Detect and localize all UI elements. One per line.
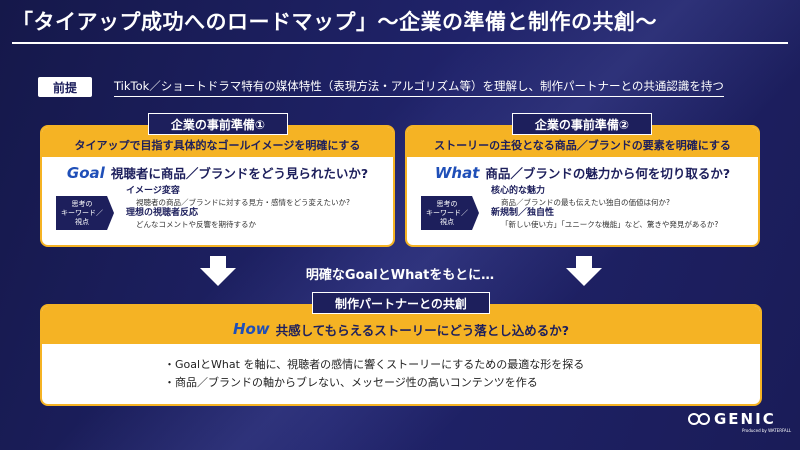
logo-text: GENIC: [714, 410, 776, 428]
premise-text: TikTok／ショートドラマ特有の媒体特性（表現方法・アルゴリズム等）を理解し、…: [114, 78, 724, 97]
bottom-bullet-1: ・GoalとWhat を軸に、視聴者の感情に響くストーリーにするための最適な形を…: [164, 358, 585, 371]
right-keyword-list: 核心的な魅力 商品／ブランドの最も伝えたい独自の価値は何か? 新規制／独自性 「…: [491, 186, 718, 230]
bottom-card-header: How 共感してもらえるストーリーにどう落とし込めるか?: [42, 306, 760, 344]
title-underline: [12, 42, 788, 44]
goal-key: Goal: [66, 164, 105, 182]
right-card-label: 企業の事前準備②: [512, 113, 652, 135]
bottom-bullet-2: ・商品／ブランドの軸からブレない、メッセージ性の高いコンテンツを作る: [164, 376, 538, 389]
genic-logo-icon: [688, 413, 710, 425]
how-key: How: [232, 320, 270, 338]
left-keyword-badge-text: 思考の キーワード／ 視点: [61, 199, 103, 226]
left-card-question-line: Goal 視聴者に商品／ブランドをどう見られたいか?: [42, 163, 393, 182]
right-keyword-badge-text: 思考の キーワード／ 視点: [426, 199, 468, 226]
right-keyword-title-2: 新規制／独自性: [491, 208, 555, 218]
right-card-keywords: 思考の キーワード／ 視点 核心的な魅力 商品／ブランドの最も伝えたい独自の価値…: [407, 186, 758, 230]
bottom-card-label: 制作パートナーとの共創: [312, 292, 490, 314]
right-keyword-badge: 思考の キーワード／ 視点: [421, 196, 479, 230]
right-card-question: 商品／ブランドの魅力から何を切り取るか?: [485, 166, 731, 181]
left-keyword-title-2: 理想の視聴者反応: [126, 208, 199, 218]
logo-subtext: Produced by WATERFALL: [742, 428, 792, 433]
what-key: What: [434, 164, 480, 182]
left-card-label: 企業の事前準備①: [148, 113, 288, 135]
transition-text: 明確なGoalとWhatをもとに…: [305, 268, 495, 283]
left-card-keywords: 思考の キーワード／ 視点 イメージ変容 視聴者の商品／ブランドに対する見方・感…: [42, 186, 393, 230]
right-keyword-desc-1: 商品／ブランドの最も伝えたい独自の価値は何か?: [501, 198, 670, 207]
page-title: 「タイアップ成功へのロードマップ」〜企業の準備と制作の共創〜: [12, 10, 657, 34]
bottom-card-question: 共感してもらえるストーリーにどう落とし込めるか?: [275, 322, 570, 338]
bottom-card: How 共感してもらえるストーリーにどう落とし込めるか? ・GoalとWhat …: [40, 304, 762, 406]
genic-logo: GENIC: [688, 410, 776, 428]
left-card-question: 視聴者に商品／ブランドをどう見られたいか?: [110, 166, 369, 181]
left-card: タイアップで目指す具体的なゴールイメージを明確にする Goal 視聴者に商品／ブ…: [40, 125, 395, 247]
premise-row: 前提 TikTok／ショートドラマ特有の媒体特性（表現方法・アルゴリズム等）を理…: [38, 76, 762, 98]
premise-tag: 前提: [38, 77, 92, 97]
left-keyword-title-1: イメージ変容: [126, 186, 180, 196]
right-card: ストーリーの主役となる商品／ブランドの要素を明確にする What 商品／ブランド…: [405, 125, 760, 247]
right-card-question-line: What 商品／ブランドの魅力から何を切り取るか?: [407, 163, 758, 182]
right-keyword-desc-2: 「新しい使い方」「ユニークな機能」など、驚きや発見があるか?: [501, 220, 719, 229]
bottom-bullet-list: ・GoalとWhat を軸に、視聴者の感情に響くストーリーにするための最適な形を…: [42, 344, 760, 392]
right-keyword-title-1: 核心的な魅力: [491, 186, 546, 196]
left-keyword-list: イメージ変容 視聴者の商品／ブランドに対する見方・感情をどう変えたいか? 理想の…: [126, 186, 350, 230]
left-keyword-badge: 思考の キーワード／ 視点: [56, 196, 114, 230]
left-keyword-desc-2: どんなコメントや反響を期待するか: [136, 220, 256, 229]
left-keyword-desc-1: 視聴者の商品／ブランドに対する見方・感情をどう変えたいか?: [136, 198, 350, 207]
